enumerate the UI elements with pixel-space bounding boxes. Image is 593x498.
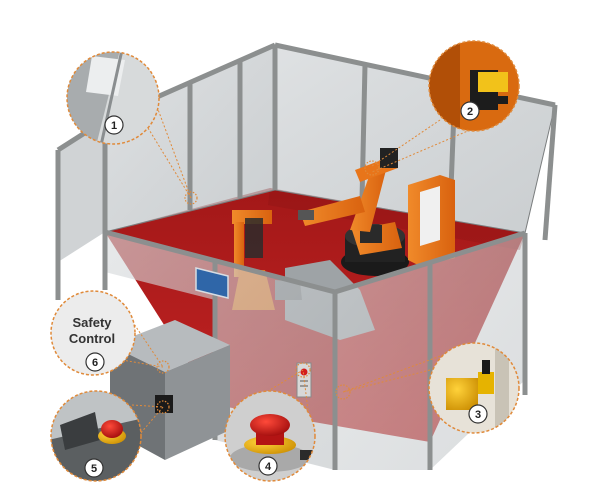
callout-4-number: 4 <box>265 461 272 473</box>
callout-3: 3 <box>428 342 520 434</box>
robot-controller <box>408 175 455 266</box>
door-estop-panel <box>296 362 312 398</box>
safety-control-line1: Safety <box>72 315 112 330</box>
callout-1-number: 1 <box>111 120 117 132</box>
callout-3-number: 3 <box>475 409 481 421</box>
callout-4: 4 <box>224 390 316 482</box>
safety-control-line2: Control <box>69 331 115 346</box>
left-fence <box>55 117 108 300</box>
callout-1: 1 <box>66 51 160 145</box>
callout-5: 5 <box>50 390 142 482</box>
industrial-robot <box>298 148 409 276</box>
callout-2-number: 2 <box>467 106 473 118</box>
callout-6: Safety Control 6 <box>50 290 136 376</box>
callout-targets <box>156 160 380 414</box>
callout-6-number: 6 <box>92 357 98 369</box>
callout-5-number: 5 <box>91 463 97 475</box>
